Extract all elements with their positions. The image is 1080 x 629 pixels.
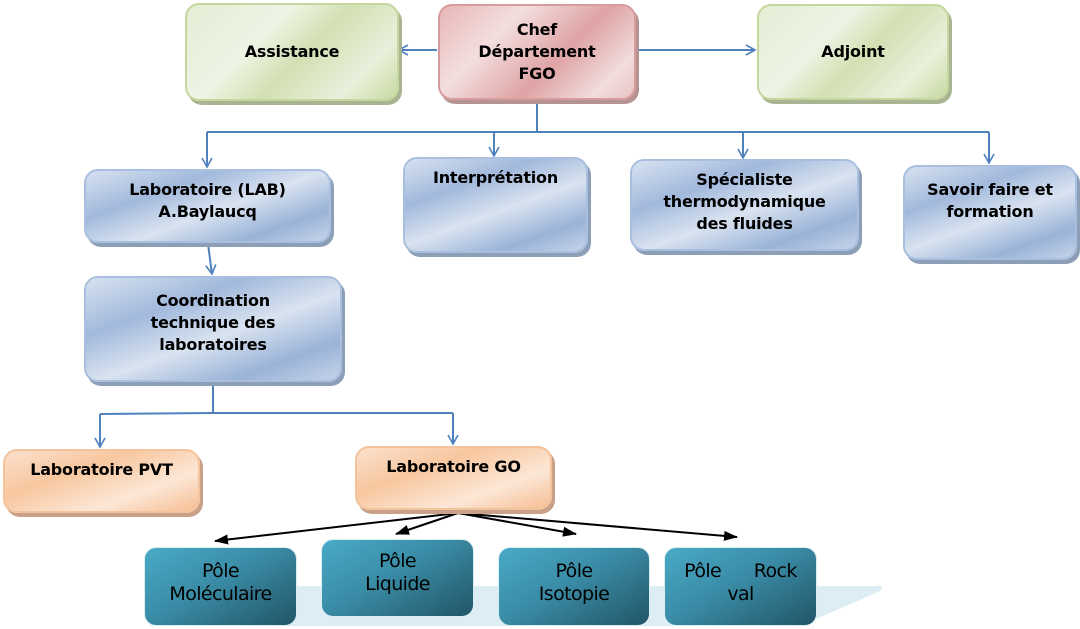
node-pole-isotopie[interactable]: Pôle Isotopie — [498, 547, 650, 626]
node-label: des fluides — [696, 214, 793, 233]
node-assistance[interactable]: Assistance — [185, 3, 399, 101]
node-adjoint[interactable]: Adjoint — [757, 4, 949, 100]
edge-go-isotopie — [457, 512, 577, 537]
node-label: Département — [478, 42, 596, 61]
node-label: Savoir faire et — [927, 180, 1053, 199]
edge-go-liquide — [395, 512, 459, 535]
node-laboratoire-pvt[interactable]: Laboratoire PVT — [3, 449, 200, 513]
node-laboratoire-lab[interactable]: Laboratoire (LAB) A.Baylaucq — [84, 169, 331, 243]
node-label: laboratoires — [159, 335, 267, 354]
node-laboratoire-go[interactable]: Laboratoire GO — [355, 446, 552, 510]
node-label: technique des — [150, 313, 276, 332]
node-label: Laboratoire PVT — [30, 460, 173, 479]
node-label: Coordination — [156, 291, 270, 310]
node-coordination[interactable]: Coordination technique des laboratoires — [84, 276, 342, 382]
node-label: formation — [946, 202, 1034, 221]
node-label: FGO — [518, 64, 556, 83]
node-label: Pôle — [379, 550, 417, 572]
node-label: Interprétation — [432, 168, 559, 187]
node-label: Pôle Rock — [684, 560, 797, 582]
node-pole-liquide[interactable]: Pôle Liquide — [321, 539, 474, 617]
node-label: Pôle — [555, 560, 594, 582]
edge-go-rock-val — [457, 512, 738, 541]
node-savoir-faire[interactable]: Savoir faire et formation — [903, 165, 1077, 260]
node-label: A.Baylaucq — [158, 202, 257, 221]
node-pole-rock-val[interactable]: Pôle Rock val — [664, 547, 817, 626]
node-label: Spécialiste — [696, 170, 793, 189]
node-label: thermodynamique — [663, 192, 826, 211]
node-label: val — [727, 583, 754, 605]
node-label: Chef — [516, 20, 558, 39]
edge-go-moleculaire — [214, 512, 459, 545]
node-label: Isotopie — [538, 583, 610, 605]
node-label: Pôle — [202, 560, 240, 582]
edge-lab-coordination — [205, 243, 217, 276]
node-specialiste[interactable]: Spécialiste thermodynamique des fluides — [630, 159, 859, 251]
node-label: Assistance — [244, 42, 340, 61]
node-pole-moleculaire[interactable]: Pôle Moléculaire — [144, 547, 297, 626]
node-label: Liquide — [365, 573, 430, 595]
node-interpretation[interactable]: Interprétation — [403, 157, 588, 253]
node-chef-departement[interactable]: Chef Département FGO — [438, 4, 636, 100]
node-label: Laboratoire (LAB) — [129, 180, 286, 199]
edge-coordination-horizontal — [99, 412, 453, 415]
node-label: Adjoint — [821, 42, 885, 61]
node-label: Moléculaire — [169, 583, 272, 605]
node-label: Laboratoire GO — [386, 457, 521, 476]
